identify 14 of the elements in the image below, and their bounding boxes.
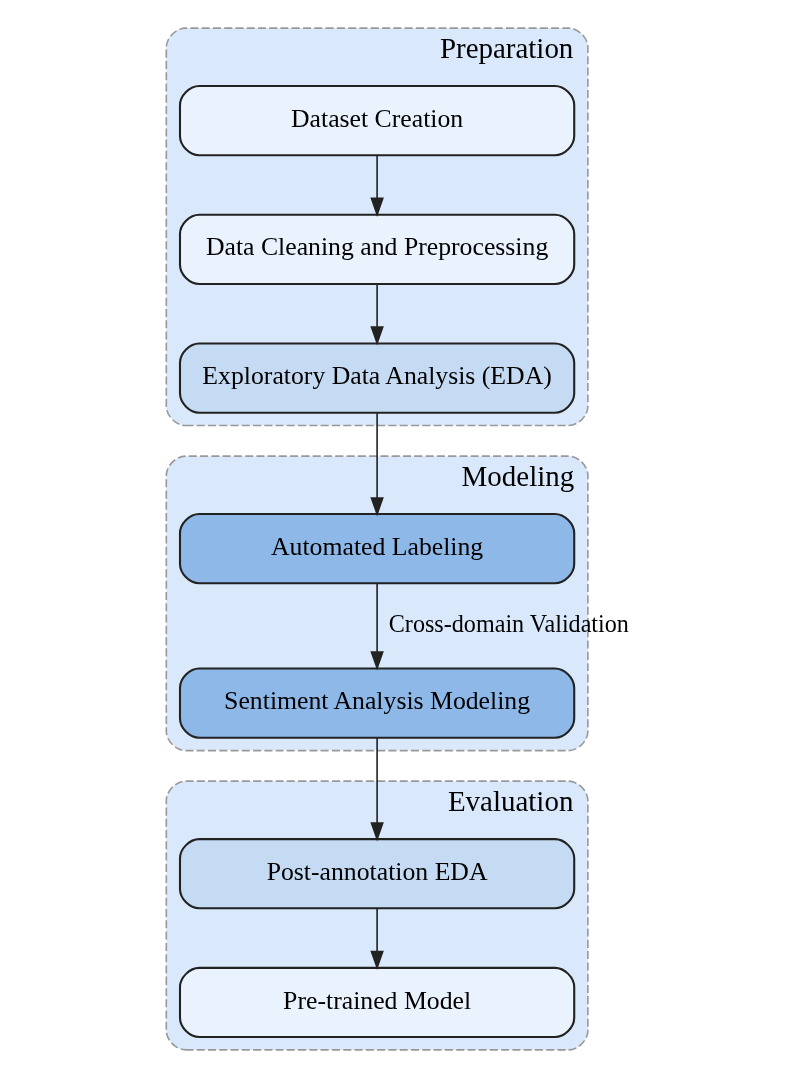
node-box: Automated Labeling — [178, 513, 576, 585]
arrow — [370, 908, 384, 970]
node-box: Pre-trained Model — [178, 966, 576, 1039]
node-box: Exploratory Data Analysis (EDA) — [178, 342, 576, 414]
edge-label: Cross-domain Validation — [388, 609, 629, 637]
arrow — [370, 737, 384, 842]
node-box: Sentiment Analysis Modeling — [178, 667, 576, 739]
node-box: Post-annotation EDA — [178, 838, 576, 910]
arrow — [370, 583, 384, 671]
arrow — [370, 155, 384, 217]
arrow — [370, 411, 384, 517]
arrow — [370, 283, 384, 346]
node-box: Dataset Creation — [178, 85, 576, 157]
node-box: Data Cleaning and Preprocessing — [178, 213, 576, 285]
